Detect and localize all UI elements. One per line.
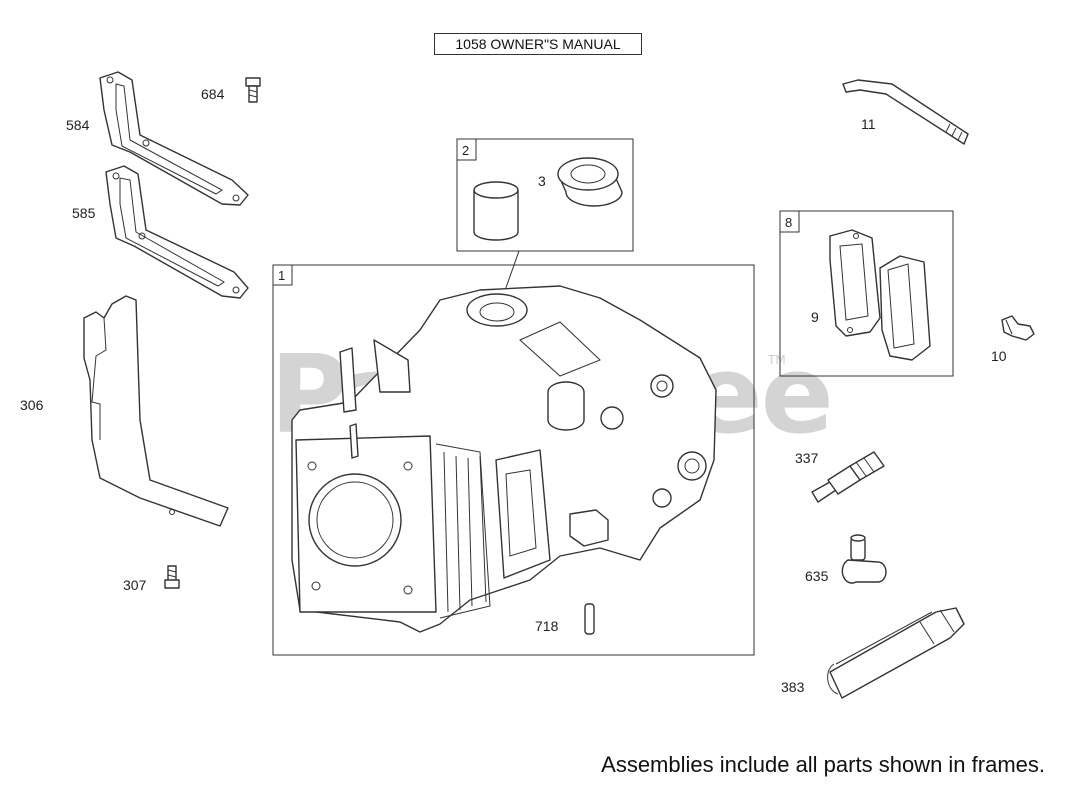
footer-note: Assemblies include all parts shown in fr…: [601, 752, 1045, 777]
screw-307-drawing[interactable]: [164, 565, 180, 589]
callout-635: 635: [805, 568, 829, 584]
callout-3: 3: [538, 173, 546, 189]
pin-718-drawing[interactable]: [584, 603, 595, 635]
frame-1[interactable]: 1: [272, 264, 755, 656]
shield-306-drawing[interactable]: [83, 295, 229, 527]
watermark-tm: TM: [767, 353, 786, 367]
frame-1-number: 1: [278, 268, 285, 283]
bolt-684-drawing[interactable]: [245, 77, 261, 103]
spark-plug-337-drawing[interactable]: [811, 451, 885, 503]
callout-718: 718: [535, 618, 559, 634]
frame-8-number: 8: [785, 215, 792, 230]
callout-383: 383: [781, 679, 805, 695]
callout-11: 11: [861, 116, 876, 132]
elbow-635-drawing[interactable]: [841, 534, 887, 584]
manual-label: 1058 OWNER"S MANUAL: [455, 36, 621, 52]
frame-2-number: 2: [462, 143, 469, 158]
gasket-584-drawing[interactable]: [99, 71, 249, 206]
callout-9: 9: [811, 309, 819, 325]
cylinder-block-1-drawing[interactable]: [291, 285, 717, 633]
frame-8[interactable]: 8: [779, 210, 954, 377]
rod-11-drawing[interactable]: [842, 79, 969, 145]
breather-9-drawing[interactable]: [829, 229, 931, 361]
frame-2[interactable]: 2: [456, 138, 634, 252]
callout-10: 10: [991, 348, 1007, 364]
bushing-2-drawing[interactable]: [473, 181, 519, 241]
callout-684: 684: [201, 86, 225, 102]
manual-label-box[interactable]: 1058 OWNER"S MANUAL: [434, 33, 642, 55]
callout-585: 585: [72, 205, 96, 221]
callout-337: 337: [795, 450, 819, 466]
callout-306: 306: [20, 397, 44, 413]
seal-3-drawing[interactable]: [557, 157, 623, 207]
tool-383-drawing[interactable]: [827, 607, 965, 699]
gasket-585-drawing[interactable]: [105, 165, 249, 299]
callout-584: 584: [66, 117, 90, 133]
callout-307: 307: [123, 577, 147, 593]
bolt-10-drawing[interactable]: [1001, 315, 1035, 341]
